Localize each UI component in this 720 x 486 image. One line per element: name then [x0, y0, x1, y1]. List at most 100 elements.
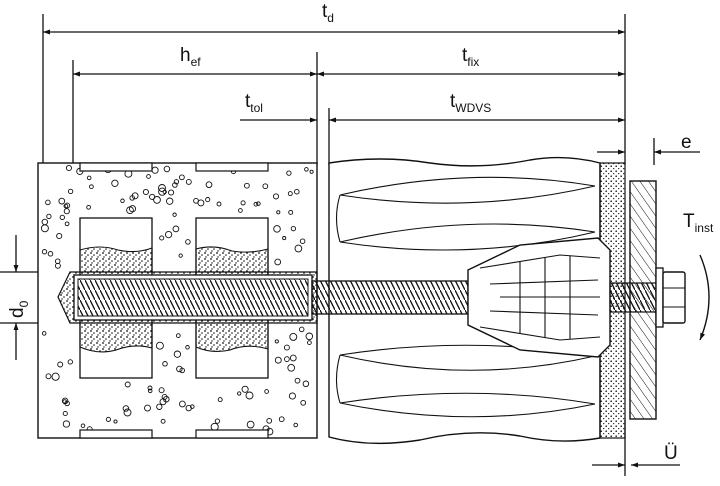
aggregate-circle	[80, 423, 86, 428]
aggregate-circle	[172, 212, 177, 217]
aggregate-circle	[299, 238, 306, 244]
aggregate-circle	[287, 363, 296, 372]
aggregate-circle	[166, 197, 174, 205]
aggregate-circle	[304, 167, 309, 172]
aggregate-circle	[253, 201, 259, 207]
aggregate-circle	[278, 416, 285, 423]
aggregate-circle	[309, 169, 314, 174]
aggregate-circle	[175, 333, 181, 338]
aggregate-circle	[205, 181, 213, 189]
label-hef: hef	[180, 45, 201, 69]
aggregate-circle	[164, 230, 173, 239]
aggregate-circle	[126, 206, 134, 215]
aggregate-circle	[64, 400, 70, 407]
label-tinst: Tinst	[683, 211, 714, 235]
aggregate-circle	[67, 359, 73, 365]
aggregate-circle	[173, 350, 182, 358]
aggregate-circle	[179, 400, 186, 408]
aggregate-circle	[120, 198, 125, 204]
aggregate-circle	[62, 420, 71, 428]
aggregate-circle	[89, 184, 94, 190]
label-td: td	[322, 1, 334, 25]
aggregate-circle	[160, 418, 166, 424]
aggregate-circle	[190, 404, 195, 409]
aggregate-circle	[65, 164, 72, 172]
aggregate-circle	[245, 391, 254, 400]
aggregate-circle	[144, 404, 151, 412]
aggregate-circle	[217, 397, 223, 403]
label-tfix: tfix	[462, 45, 479, 69]
label-twdvs: tWDVS	[450, 91, 491, 115]
aggregate-circle	[288, 392, 296, 400]
aggregate-circle	[45, 373, 52, 380]
aggregate-circle	[179, 367, 185, 374]
aggregate-circle	[176, 365, 183, 373]
aggregate-circle	[238, 208, 243, 213]
aggregate-circle	[193, 197, 199, 204]
aggregate-circle	[168, 189, 175, 196]
aggregate-circle	[142, 188, 149, 196]
aggregate-circle	[241, 385, 249, 393]
label-e: e	[681, 132, 692, 153]
aggregate-circle	[294, 377, 301, 384]
aggregate-circle	[298, 326, 305, 333]
aggregate-circle	[185, 239, 191, 245]
aggregate-circle	[63, 203, 69, 209]
aggregate-circle	[113, 419, 118, 424]
aggregate-circle	[128, 205, 137, 213]
aggregate-circle	[57, 361, 64, 368]
aggregate-circle	[244, 182, 250, 189]
aggregate-circle	[62, 410, 68, 417]
aggregate-circle	[51, 372, 60, 381]
aggregate-circle	[163, 165, 171, 173]
aggregate-circle	[158, 387, 165, 394]
aggregate-circle	[256, 201, 261, 206]
dimension-labels: td hef tfix ttol tWDVS e Tinst d0 Ü	[7, 1, 714, 464]
aggregate-circle	[266, 417, 273, 424]
label-u: Ü	[664, 443, 678, 464]
aggregate-circle	[67, 188, 74, 195]
aggregate-circle	[274, 356, 282, 364]
aggregate-circle	[161, 393, 168, 400]
aggregate-circle	[289, 354, 297, 362]
aggregate-circle	[147, 388, 153, 394]
aggregate-circle	[293, 422, 298, 428]
aggregate-circle	[173, 179, 180, 185]
aggregate-circle	[46, 213, 52, 220]
aggregate-circle	[40, 224, 49, 233]
aggregate-circle	[246, 420, 255, 429]
aggregate-circle	[185, 345, 190, 350]
aggregate-circle	[158, 184, 166, 192]
aggregate-circle	[237, 391, 242, 396]
aggregate-circle	[45, 199, 51, 206]
aggregate-circle	[56, 232, 63, 240]
aggregate-circle	[158, 187, 167, 196]
aggregate-circle	[41, 331, 47, 336]
aggregate-circle	[300, 399, 307, 406]
aggregate-circle	[185, 178, 192, 185]
aggregate-circle	[288, 209, 294, 215]
aggregate-circle	[156, 403, 163, 410]
aggregate-circle	[47, 251, 54, 257]
aggregate-circle	[86, 175, 92, 181]
label-ttol: ttol	[245, 91, 263, 115]
aggregate-circle	[179, 174, 185, 181]
aggregate-circle	[131, 192, 139, 200]
aggregate-circle	[287, 191, 293, 197]
aggregate-circle	[123, 408, 132, 417]
aggregate-circle	[63, 208, 70, 215]
aggregate-circle	[172, 182, 178, 188]
aggregate-circle	[284, 356, 290, 362]
anchor-assembly	[73, 237, 710, 358]
aggregate-circle	[59, 214, 65, 221]
aggregate-circle	[273, 225, 281, 233]
aggregate-circle	[294, 244, 303, 253]
aggregate-circle	[307, 340, 312, 345]
aggregate-circle	[111, 179, 119, 187]
aggregate-circle	[147, 385, 153, 391]
aggregate-circle	[162, 361, 168, 367]
aggregate-circle	[276, 210, 281, 215]
aggregate-circle	[216, 201, 222, 207]
washer	[655, 267, 664, 328]
